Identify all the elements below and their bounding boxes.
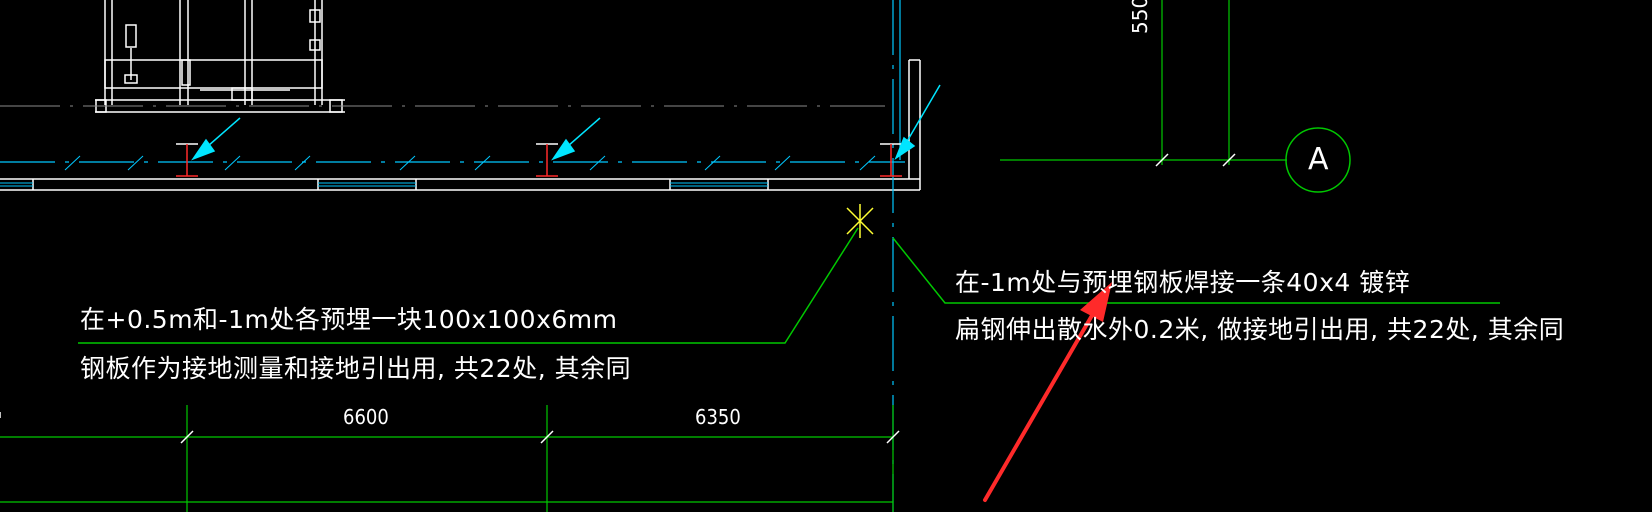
embedded-plate-markers [176, 143, 902, 177]
axis-lines [0, 0, 905, 512]
window-glazing [0, 182, 768, 187]
axis-bubble-circle [1285, 127, 1351, 193]
dimension-6600: 6600 [343, 405, 389, 429]
dimension-lines [0, 0, 1287, 512]
right-note-line-2: 扁钢伸出散水外0.2米, 做接地引出用, 共22处, 其余同 [955, 315, 1565, 344]
snap-marker [846, 204, 874, 238]
dimension-ticks [0, 153, 1236, 444]
wall-outline [0, 59, 921, 191]
leader-lines [78, 227, 1500, 344]
axis-label-a: A [1308, 142, 1329, 177]
equipment-elevation [95, 0, 345, 113]
left-note-line-1: 在+0.5m和-1m处各预埋一块100x100x6mm [80, 305, 618, 334]
right-note-line-1: 在-1m处与预埋钢板焊接一条40x4 镀锌 [955, 268, 1411, 297]
dimension-550: 550 [1128, 0, 1152, 34]
left-note-line-2: 钢板作为接地测量和接地引出用, 共22处, 其余同 [80, 354, 632, 383]
markup-arrow [983, 282, 1112, 502]
dimension-6350: 6350 [695, 405, 741, 429]
hatch-ticks [64, 155, 876, 171]
pointer-arrows [191, 84, 941, 161]
